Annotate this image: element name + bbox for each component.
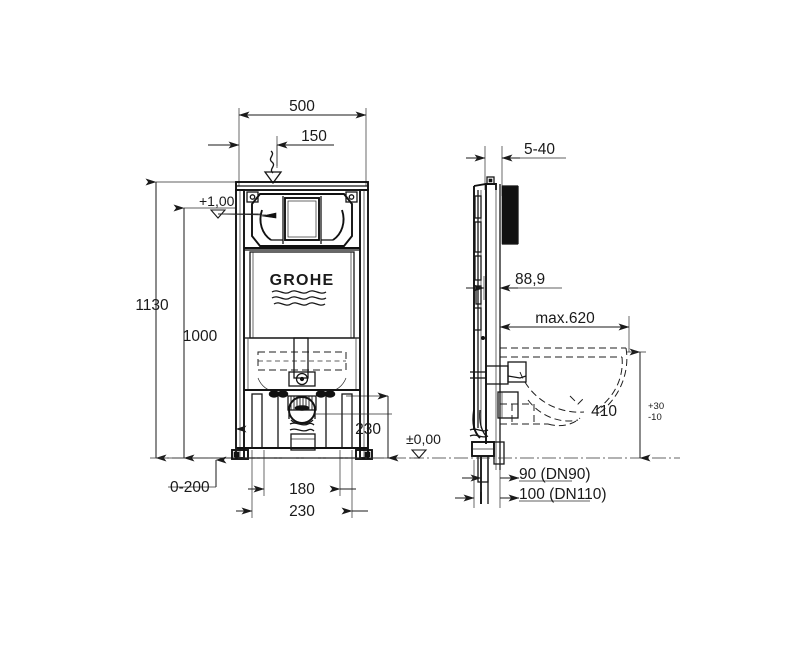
dimension-value-total-height: 1130 bbox=[135, 297, 169, 314]
dimension-value-inlet-offset: 150 bbox=[301, 128, 327, 145]
level-label-zero: ±0,00 bbox=[406, 431, 441, 447]
dimension-value-plate-depth: 5-40 bbox=[524, 141, 555, 158]
bowl-mounting-bracket bbox=[470, 361, 527, 385]
flush-valve-assembly bbox=[243, 389, 392, 451]
dimension-total-height-1130: 1130 bbox=[135, 178, 169, 462]
dimension-value-drain-100: 100 (DN110) bbox=[519, 486, 607, 503]
water-inlet-icon bbox=[263, 150, 283, 185]
dimension-overall-width-500: 500 bbox=[238, 98, 367, 119]
level-label-upper: +1,00 bbox=[199, 193, 235, 209]
dimension-outlet-height-230: 230 bbox=[355, 392, 399, 462]
grohe-wordmark: GROHE bbox=[270, 272, 335, 289]
dimension-value-frame-depth: 88,9 bbox=[515, 271, 545, 288]
outlet-pipe bbox=[469, 409, 505, 504]
dimension-value-bowl-height: 410 bbox=[591, 403, 617, 420]
grohe-logo: GROHE bbox=[270, 272, 335, 306]
dimension-value-bowl-projection: max.620 bbox=[535, 310, 595, 327]
dimension-tol-lower: -10 bbox=[648, 412, 662, 423]
toilet-bowl-outline bbox=[500, 347, 628, 427]
dimension-drain-100: 100 (DN110) bbox=[455, 460, 607, 508]
frame-feet bbox=[231, 447, 373, 460]
level-marker-zero: ±0,00 bbox=[406, 431, 441, 459]
level-triangle-icon-zero bbox=[410, 449, 428, 459]
cistern-mid-section bbox=[243, 337, 361, 393]
dimension-value-outlet-inner: 180 bbox=[289, 481, 315, 498]
dimension-value-outlet-outer: 230 bbox=[289, 503, 315, 520]
dimension-value-frame-height: 1000 bbox=[183, 328, 218, 345]
outlet-bracket bbox=[497, 391, 519, 419]
top-frame-panel bbox=[217, 189, 361, 251]
side-view-group: 5-40 88,9 bbox=[406, 141, 680, 508]
dimension-frame-height-1000: 1000 bbox=[173, 204, 218, 462]
side-frame-profile bbox=[469, 176, 527, 504]
front-frame-structure: GROHE bbox=[217, 181, 392, 460]
dimension-drain-90: 90 (DN90) bbox=[462, 460, 591, 492]
dimension-tol-upper: +30 bbox=[648, 401, 664, 412]
dimension-bowl-projection-620: max.620 bbox=[499, 300, 630, 352]
dimension-value-drain-90: 90 (DN90) bbox=[519, 466, 591, 483]
dimension-bowl-height-410: 410 +30 -10 bbox=[591, 348, 664, 462]
cistern-body: GROHE bbox=[249, 251, 355, 339]
dimension-outlet-inner-180: 180 bbox=[248, 450, 356, 498]
dimension-value-foot-adjust: 0-200 bbox=[170, 479, 210, 496]
front-view-group: 500 150 1130 1000 +1,00 bbox=[135, 98, 420, 520]
dimension-foot-adjust-0-200: 0-200 bbox=[168, 425, 247, 496]
dimension-inlet-offset-150: 150 bbox=[208, 128, 334, 168]
dimension-value-outlet-height: 230 bbox=[355, 421, 381, 438]
dimension-plate-depth-5-40: 5-40 bbox=[466, 141, 566, 162]
dimension-outlet-outer-230: 230 bbox=[236, 450, 368, 520]
dimension-value-overall-width: 500 bbox=[289, 98, 315, 115]
